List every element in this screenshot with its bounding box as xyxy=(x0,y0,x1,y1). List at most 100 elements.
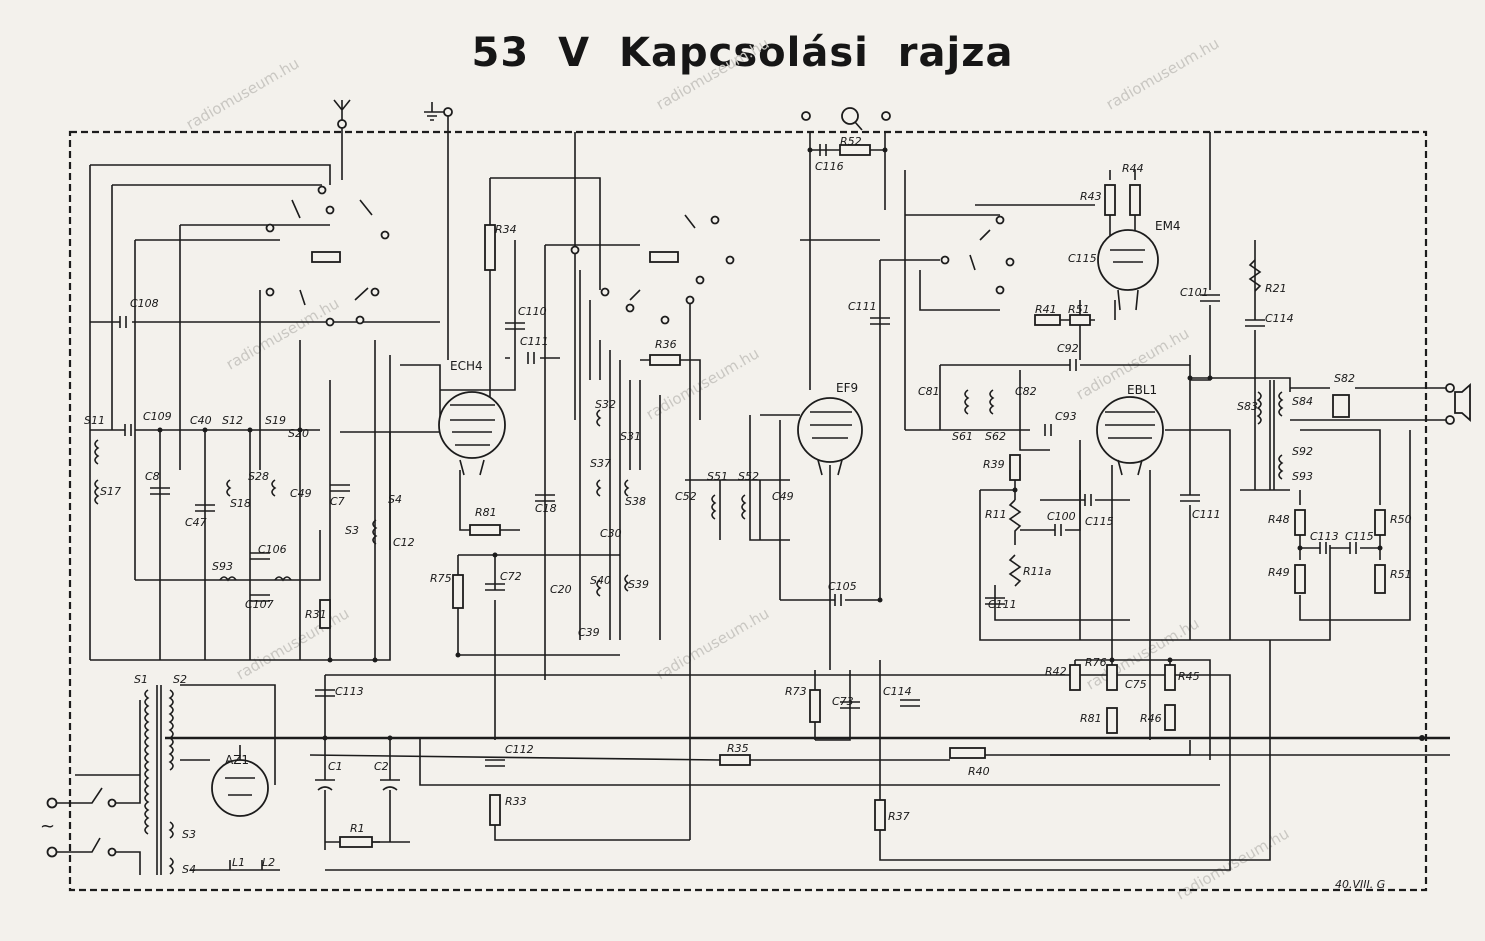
resistor-r45 xyxy=(1164,664,1176,691)
coil-s1 xyxy=(144,689,150,835)
coil-s81 xyxy=(1256,391,1262,425)
watermark: radiomuseum.hu xyxy=(223,294,342,373)
tube-label: AZ1 xyxy=(225,753,249,767)
band-switch-2 xyxy=(570,214,735,325)
component-label: R11a xyxy=(1023,565,1052,578)
component-label: C112 xyxy=(505,743,534,756)
wiring xyxy=(89,132,1450,840)
component-label: C115 xyxy=(1068,252,1097,265)
component-label: R81 xyxy=(475,506,497,519)
component-label: C1 xyxy=(328,760,343,773)
tube-ech4: ECH4 xyxy=(438,359,506,476)
tube-ef9: EF9 xyxy=(797,381,863,476)
loudspeaker xyxy=(1332,383,1471,425)
component-label: C72 xyxy=(500,570,522,583)
coil-s17 xyxy=(94,439,100,465)
component-label: S62 xyxy=(985,430,1006,443)
tube-label: EBL1 xyxy=(1127,383,1157,397)
component-label: S4 xyxy=(182,863,196,876)
component-label: C101 xyxy=(1180,286,1209,299)
component-label: R76 xyxy=(1085,656,1107,669)
coil-s83 xyxy=(1278,454,1284,480)
coil-s11 xyxy=(372,519,378,545)
capacitor-c106 xyxy=(834,594,842,606)
component-label: S11 xyxy=(84,414,105,427)
capacitor-c85 xyxy=(1200,294,1220,302)
component-label: R81 xyxy=(1080,712,1102,725)
drawing-signature: 40.VIII. G xyxy=(1335,878,1385,891)
coil-s3 xyxy=(168,821,174,839)
component-label: R40 xyxy=(968,765,990,778)
resistor-r41 xyxy=(1034,314,1061,326)
capacitor-c84 xyxy=(1054,524,1062,536)
capacitor-c112 xyxy=(1319,542,1327,554)
mains-symbol: ~ xyxy=(40,816,55,837)
component-label: C75 xyxy=(1125,678,1147,691)
coil-s38 xyxy=(596,479,602,497)
resistor-r72 xyxy=(452,574,464,609)
component-label: R75 xyxy=(430,572,452,585)
component-label: S3 xyxy=(345,524,359,537)
component-label: L1 xyxy=(232,856,245,869)
component-label: C73 xyxy=(832,695,854,708)
band-switch-3 xyxy=(940,215,1015,295)
potentiometer-r21 xyxy=(1248,259,1262,292)
tube-label: ECH4 xyxy=(450,359,483,373)
output-transformer-core xyxy=(1269,380,1275,490)
component-label: C12 xyxy=(393,536,415,549)
capacitor-c116 xyxy=(900,699,920,707)
coil-s19 xyxy=(94,479,100,505)
component-label: R37 xyxy=(888,810,910,823)
component-label: R33 xyxy=(505,795,527,808)
resistor-r75 xyxy=(1106,664,1118,691)
resistor-r44 xyxy=(1129,184,1141,216)
component-label: C111 xyxy=(848,300,877,313)
component-label: S40 xyxy=(590,574,611,587)
junction-dots xyxy=(157,147,1425,741)
capacitor-c110 xyxy=(1084,494,1092,506)
coil-s30 xyxy=(271,479,277,497)
resistor-r48 xyxy=(1294,564,1306,594)
component-label: S31 xyxy=(620,430,641,443)
coil-s39 xyxy=(624,574,630,592)
component-label: S82 xyxy=(1334,372,1355,385)
coil-s92 xyxy=(219,576,237,582)
component-label: R45 xyxy=(1178,670,1200,683)
capacitor-c100 xyxy=(119,316,127,328)
resistor-r51 xyxy=(1069,314,1091,326)
coil-s52 xyxy=(741,494,747,520)
capacitor-c73 xyxy=(840,701,860,709)
component-label: S51 xyxy=(707,470,728,483)
coil-s40 xyxy=(596,579,602,597)
component-label: R49 xyxy=(1268,566,1290,579)
tube-label: EM4 xyxy=(1155,219,1181,233)
capacitor-c109 xyxy=(985,597,1005,605)
component-label: R36 xyxy=(655,338,677,351)
component-label: S20 xyxy=(288,427,309,440)
resistor-r40 xyxy=(949,747,986,759)
resistor-r31 xyxy=(319,599,331,629)
component-label: C39 xyxy=(578,626,600,639)
capacitor-c107 xyxy=(870,317,890,325)
component-label: R51 xyxy=(1390,568,1412,581)
tube-em4: EM4 xyxy=(1097,219,1181,311)
component-label: S4 xyxy=(388,493,402,506)
component-label: C20 xyxy=(550,583,572,596)
component-label: C18 xyxy=(535,502,557,515)
component-label: C8 xyxy=(145,470,160,483)
component-label: R48 xyxy=(1268,513,1290,526)
component-label: S32 xyxy=(595,398,616,411)
component-label: S52 xyxy=(738,470,759,483)
component-label: R31 xyxy=(305,608,327,621)
components xyxy=(119,144,1386,848)
component-label: C113 xyxy=(335,685,364,698)
component-label: R43 xyxy=(1080,190,1102,203)
phono-pickup-jack xyxy=(801,107,891,131)
coil-s51 xyxy=(711,494,717,520)
component-label: C7 xyxy=(330,495,345,508)
potentiometer-r11a xyxy=(1008,554,1022,587)
component-label: S2 xyxy=(173,673,187,686)
capacitor-c82 xyxy=(1044,424,1052,436)
